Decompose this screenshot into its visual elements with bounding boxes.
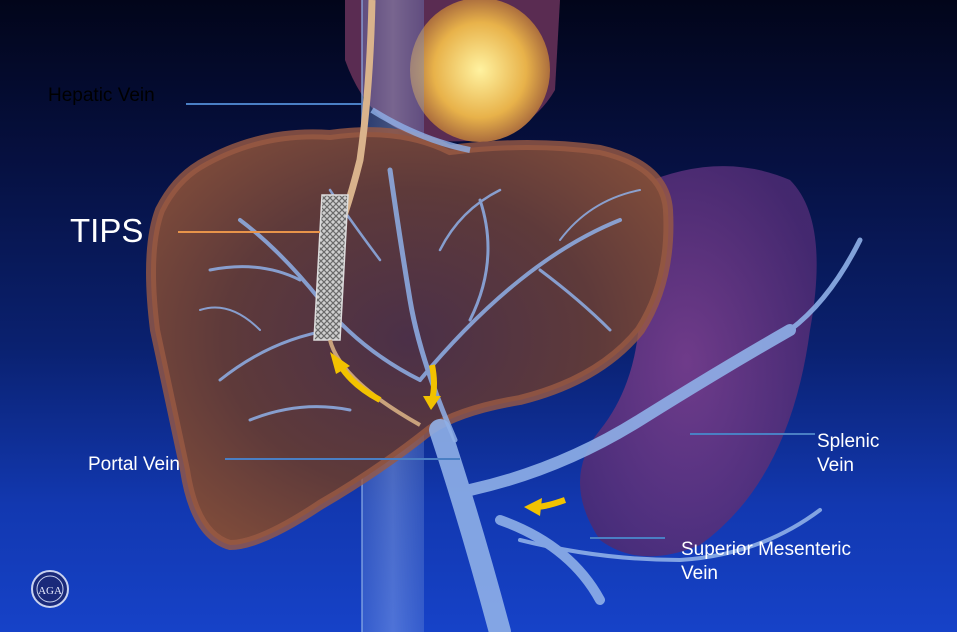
aga-logo: AGA [32,571,68,607]
hepatic-vein-label: Hepatic Vein [48,84,155,108]
smv-label: Superior Mesenteric Vein [681,538,851,586]
flow-arrow-splenic-head [524,498,542,516]
tips-label: TIPS [70,212,143,250]
splenic-vein-label: Splenic Vein [817,430,879,478]
portal-vein-label: Portal Vein [88,453,180,477]
svg-text:AGA: AGA [38,585,62,597]
flow-arrow-splenic [538,500,565,507]
flow-arrow-portal [432,365,434,400]
